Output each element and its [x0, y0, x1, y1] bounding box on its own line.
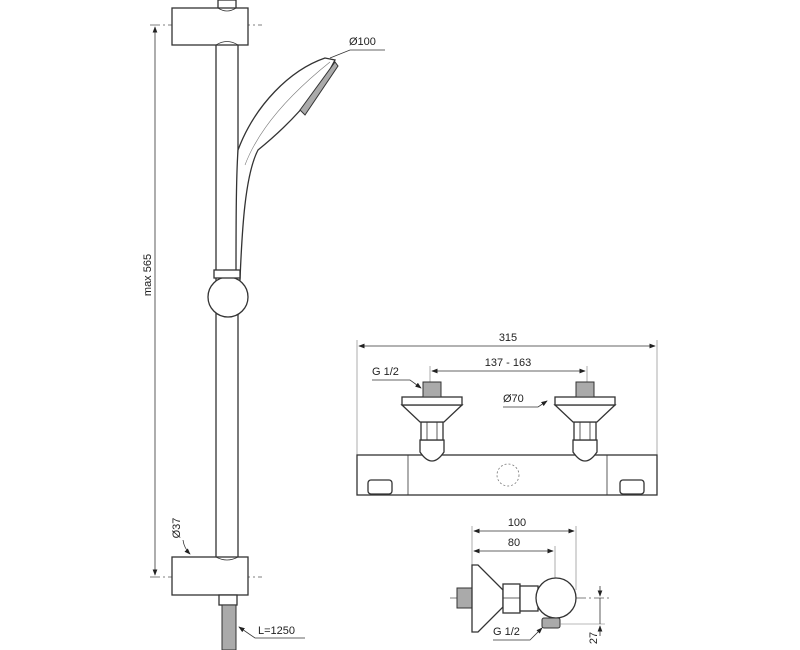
right-end-cap: [619, 479, 645, 495]
top-bracket: [171, 7, 249, 46]
mixer-side-view: 100 80 27 G 1/2: [450, 517, 610, 644]
rail-diameter-label: Ø37: [171, 518, 183, 539]
hose-length-label: L=1250: [258, 625, 295, 637]
handshower: [235, 57, 336, 281]
mixer-body: [356, 454, 658, 496]
handshower-spray-face: [299, 61, 339, 116]
inlet-spacing-label: 137 - 163: [485, 357, 531, 369]
depth-outer-label: 100: [508, 517, 526, 529]
flange-diameter-label: Ø70: [503, 393, 524, 405]
shower-rail-view: max 565 Ø100 Ø37 L=1250: [142, 0, 385, 650]
overall-width-label: 315: [499, 332, 517, 344]
side-flange: [471, 564, 504, 633]
side-inlet-nut: [456, 587, 473, 609]
side-outlet-body: [535, 577, 577, 619]
outlet-thread-label: G 1/2: [493, 626, 520, 638]
height-label: max 565: [142, 254, 154, 296]
inlet-thread-label: G 1/2: [372, 366, 399, 378]
bottom-bracket: [171, 556, 249, 596]
depth-inner-label: 80: [508, 537, 520, 549]
right-inlet: [553, 381, 617, 462]
handshower-diameter-label: Ø100: [349, 36, 376, 48]
left-end-cap: [367, 479, 393, 495]
outlet-hidden: [496, 463, 520, 487]
side-outlet-nut: [541, 617, 561, 629]
outlet-offset-label: 27: [588, 632, 600, 644]
slider-knob: [207, 276, 249, 318]
left-inlet: [400, 381, 464, 462]
mixer-front-view: 315 137 - 163 G 1/2 Ø70: [356, 332, 658, 496]
hose: [221, 604, 237, 650]
